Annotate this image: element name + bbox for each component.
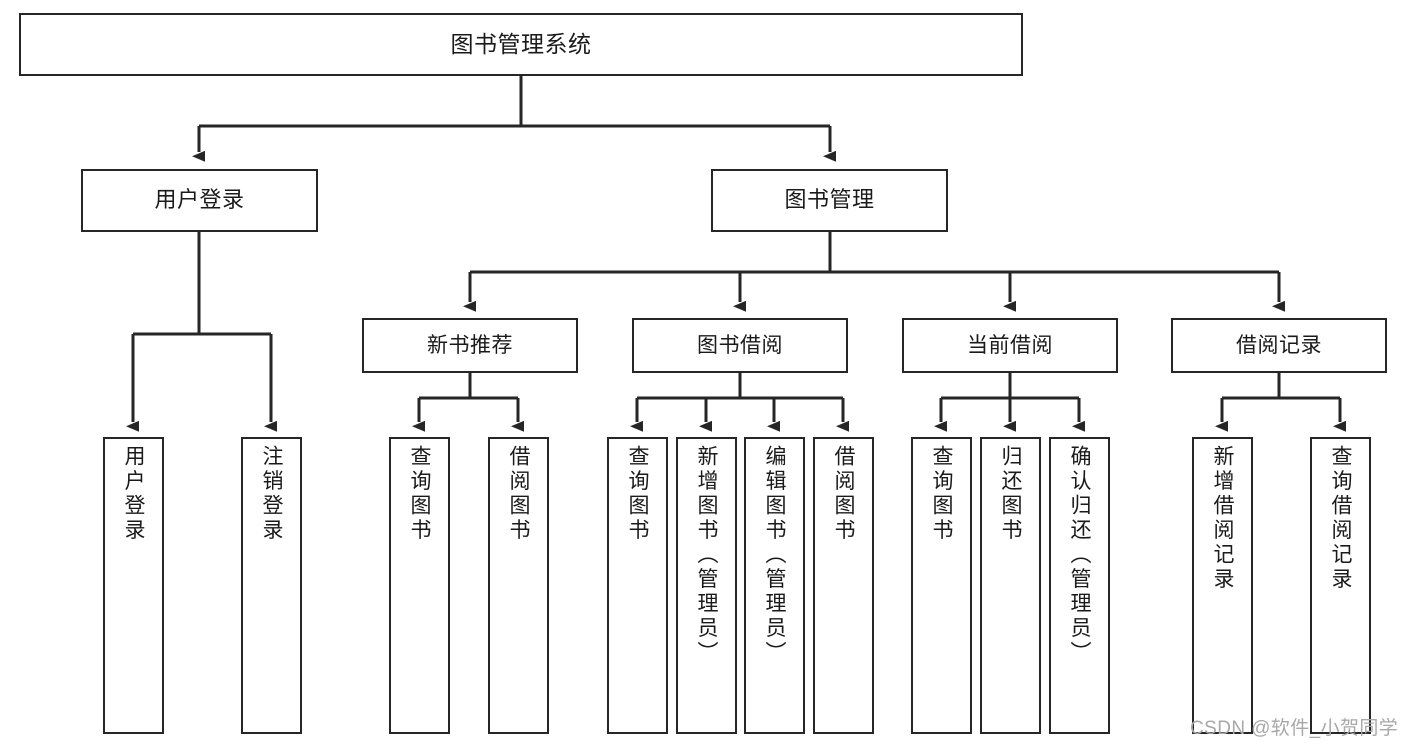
node-leaf-return-book[interactable]: 归还图书	[980, 437, 1041, 734]
edge-root-to-level1	[192, 76, 836, 162]
node-leaf-add-book-label: 新增图书（管理员）	[695, 445, 718, 666]
node-root[interactable]: 图书管理系统	[19, 13, 1023, 76]
node-leaf-borrow-book-2[interactable]: 借阅图书	[813, 437, 874, 734]
node-leaf-user-logout-label: 注销登录	[260, 445, 283, 543]
edge-newbook-to-leaves	[412, 373, 524, 432]
edge-bookborrow-to-leaves	[630, 373, 849, 432]
node-root-label: 图书管理系统	[450, 30, 592, 57]
node-leaf-query-book-2-label: 查询图书	[626, 445, 649, 543]
node-book-management[interactable]: 图书管理	[711, 169, 948, 232]
edge-currentborrow-to-leaves	[934, 373, 1085, 432]
node-leaf-confirm-return-label: 确认归还（管理员）	[1068, 445, 1091, 666]
node-user-login[interactable]: 用户登录	[81, 169, 318, 232]
node-borrow-record-label: 借阅记录	[1236, 333, 1322, 357]
edge-userlogin-to-leaves	[126, 232, 277, 432]
node-leaf-borrow-book-1-label: 借阅图书	[507, 445, 530, 543]
edge-bookmgmt-to-level2	[463, 232, 1285, 312]
node-leaf-query-record-label: 查询借阅记录	[1329, 445, 1352, 592]
node-leaf-add-record-label: 新增借阅记录	[1211, 445, 1234, 592]
node-leaf-query-book-3[interactable]: 查询图书	[911, 437, 972, 734]
edge-borrowrecord-to-leaves	[1215, 373, 1346, 432]
node-user-login-label: 用户登录	[154, 187, 245, 213]
node-leaf-user-login-label: 用户登录	[122, 445, 145, 543]
node-leaf-query-record[interactable]: 查询借阅记录	[1310, 437, 1371, 734]
node-leaf-borrow-book-1[interactable]: 借阅图书	[488, 437, 549, 734]
node-book-borrow-label: 图书借阅	[697, 333, 783, 357]
node-leaf-query-book-1[interactable]: 查询图书	[389, 437, 450, 734]
node-leaf-query-book-3-label: 查询图书	[930, 445, 953, 543]
node-leaf-user-logout[interactable]: 注销登录	[241, 437, 302, 734]
node-leaf-edit-book[interactable]: 编辑图书（管理员）	[744, 437, 805, 734]
node-book-management-label: 图书管理	[784, 187, 875, 213]
node-borrow-record[interactable]: 借阅记录	[1171, 318, 1387, 373]
node-new-book-recommend[interactable]: 新书推荐	[362, 318, 578, 373]
node-book-borrow[interactable]: 图书借阅	[632, 318, 848, 373]
node-current-borrow[interactable]: 当前借阅	[902, 318, 1118, 373]
node-new-book-recommend-label: 新书推荐	[427, 333, 513, 357]
node-leaf-user-login[interactable]: 用户登录	[103, 437, 164, 734]
node-leaf-edit-book-label: 编辑图书（管理员）	[763, 445, 786, 666]
node-leaf-add-record[interactable]: 新增借阅记录	[1192, 437, 1253, 734]
node-leaf-query-book-1-label: 查询图书	[408, 445, 431, 543]
node-current-borrow-label: 当前借阅	[967, 333, 1053, 357]
node-leaf-confirm-return[interactable]: 确认归还（管理员）	[1049, 437, 1110, 734]
node-leaf-borrow-book-2-label: 借阅图书	[832, 445, 855, 543]
node-leaf-add-book[interactable]: 新增图书（管理员）	[676, 437, 737, 734]
node-leaf-return-book-label: 归还图书	[999, 445, 1022, 543]
node-leaf-query-book-2[interactable]: 查询图书	[607, 437, 668, 734]
